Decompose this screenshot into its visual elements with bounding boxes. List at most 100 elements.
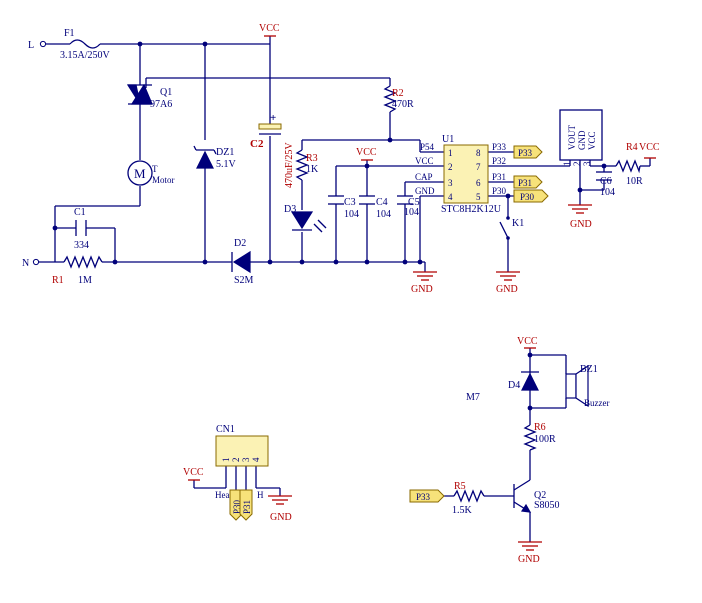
- tag-p30-text: P30: [520, 192, 535, 202]
- u1-pin-p33: P33: [492, 142, 507, 152]
- q2-value: S8050: [534, 500, 560, 511]
- r5-ref: R5: [454, 481, 466, 492]
- resistor-r1: R1 1M: [52, 255, 103, 286]
- gnd-label-buzzer: GND: [518, 554, 540, 565]
- gnd-symbol-u1: GND: [411, 271, 437, 295]
- triac-q1: Q1 97A6: [126, 78, 172, 110]
- vcc-label-buzzer: VCC: [517, 336, 538, 347]
- u1-pin8: 8: [476, 148, 481, 158]
- c6-ref: C6: [600, 176, 612, 187]
- u1-part: STC8H2K12U: [441, 204, 502, 215]
- c4-ref: C4: [376, 197, 388, 208]
- power-wires: [38, 36, 651, 272]
- buzzer-bz1: BZ1 Buzzer: [565, 364, 609, 408]
- c4-value: 104: [376, 209, 391, 220]
- diode-d4: D4: [508, 371, 539, 391]
- vcc-label-cn1: VCC: [183, 467, 204, 478]
- junctions: [52, 41, 607, 411]
- d2-value: S2M: [234, 275, 254, 286]
- cn1-pin2: 2: [231, 458, 241, 463]
- c5-value: 104: [404, 207, 419, 218]
- tag-p31-text: P31: [518, 178, 532, 188]
- terminal-l: L: [28, 40, 47, 51]
- r1-value: 1M: [78, 275, 92, 286]
- capacitor-c5: C5 104: [397, 195, 420, 218]
- r4-value: 10R: [626, 176, 643, 187]
- gnd-label-k1: GND: [496, 284, 518, 295]
- motor-symbol: M: [134, 166, 146, 181]
- sensor-pin-gnd: GND: [577, 130, 587, 150]
- d4-ref: D4: [508, 380, 520, 391]
- resistor-r3: R3 1K: [295, 149, 319, 181]
- u1-pin-p32: P32: [492, 156, 506, 166]
- capacitor-c4: C4 104: [359, 195, 391, 220]
- cn1-pin-h: H: [257, 490, 264, 500]
- gnd-symbol-buzzer: GND: [518, 541, 542, 565]
- c3-ref: C3: [344, 197, 356, 208]
- gnd-symbol-k1: GND: [496, 271, 520, 295]
- cn1-pin1: 1: [221, 458, 231, 463]
- f1-value: 3.15A/250V: [60, 50, 111, 61]
- r4-ref: R4: [626, 142, 638, 153]
- cn1-pin3: 3: [241, 457, 251, 462]
- u1-pin-p30: P30: [492, 186, 507, 196]
- c3-value: 104: [344, 209, 359, 220]
- vcc-symbol-top: VCC: [259, 23, 280, 37]
- r3-ref: R3: [306, 153, 318, 164]
- motor-pin: T: [152, 164, 158, 174]
- gnd-symbol-cn1: GND: [268, 495, 292, 523]
- buzzer-wires: [412, 348, 567, 542]
- sensor-pin1: 1: [562, 162, 572, 167]
- resistor-r6: R6 100R: [523, 422, 556, 451]
- c1-ref: C1: [74, 207, 86, 218]
- sensor-pin2: 2: [572, 162, 582, 167]
- r3-value: 1K: [306, 164, 319, 175]
- r2-ref: R2: [392, 88, 404, 99]
- mcu-u1: U1 STC8H2K12U 1 2 3 4 8 7 6 5 P54 VCC CA…: [415, 134, 507, 215]
- tag-p33-text: P33: [518, 148, 533, 158]
- u1-ref: U1: [442, 134, 454, 145]
- tag-p33-u1: P33: [513, 145, 543, 159]
- tag-p30-u1: P30: [513, 189, 549, 203]
- resistor-r4: R4 10R VCC: [615, 142, 660, 187]
- tag-p30-cn1-text: P30: [232, 499, 242, 514]
- vcc-label-r4: VCC: [639, 142, 660, 153]
- r6-ref: R6: [534, 422, 546, 433]
- u1-pin-p31: P31: [492, 172, 506, 182]
- vcc-symbol-cn1: VCC: [183, 467, 204, 481]
- gnd-symbol-sensor: GND: [568, 204, 592, 230]
- u1-pin-cap: CAP: [415, 172, 433, 182]
- c2-plus: +: [270, 112, 276, 124]
- c6-value: 104: [600, 187, 615, 198]
- led-d3: D3: [284, 204, 327, 233]
- u1-pin6: 6: [476, 178, 481, 188]
- dz1-value: 5.1V: [216, 159, 237, 170]
- u1-pin-p54: P54: [420, 142, 435, 152]
- capacitor-c1: C1 334: [74, 207, 89, 251]
- d3-ref: D3: [284, 204, 296, 215]
- tag-p31-cn1: P31: [239, 489, 253, 521]
- capacitor-c3: C3 104: [328, 195, 359, 220]
- tag-p31-u1: P31: [513, 175, 543, 189]
- zener-dz1: DZ1 5.1V: [193, 145, 237, 170]
- cn1-pin4: 4: [251, 457, 261, 462]
- module-label: M7: [466, 392, 480, 403]
- u1-pin7: 7: [476, 162, 481, 172]
- u1-pin4: 4: [448, 192, 453, 202]
- u1-pin1: 1: [448, 148, 453, 158]
- motor: M T Motor: [127, 160, 175, 186]
- r2-value: 470R: [392, 99, 414, 110]
- tag-p33-buzzer-text: P33: [416, 492, 431, 502]
- q2-ref: Q2: [534, 490, 546, 501]
- gnd-label-cn1: GND: [270, 512, 292, 523]
- vcc-symbol-u1: VCC: [356, 147, 377, 161]
- resistor-r5: R5 1.5K: [452, 481, 485, 516]
- f1-ref: F1: [64, 28, 75, 39]
- c2-ref: C2: [250, 138, 264, 150]
- diode-d2: D2 S2M: [231, 238, 254, 286]
- c1-value: 334: [74, 240, 89, 251]
- d2-ref: D2: [234, 238, 246, 249]
- connector-cn1: CN1 1 2 3 4 Head H: [215, 424, 269, 500]
- q1-value: 97A6: [150, 99, 172, 110]
- vcc-label-u1: VCC: [356, 147, 377, 158]
